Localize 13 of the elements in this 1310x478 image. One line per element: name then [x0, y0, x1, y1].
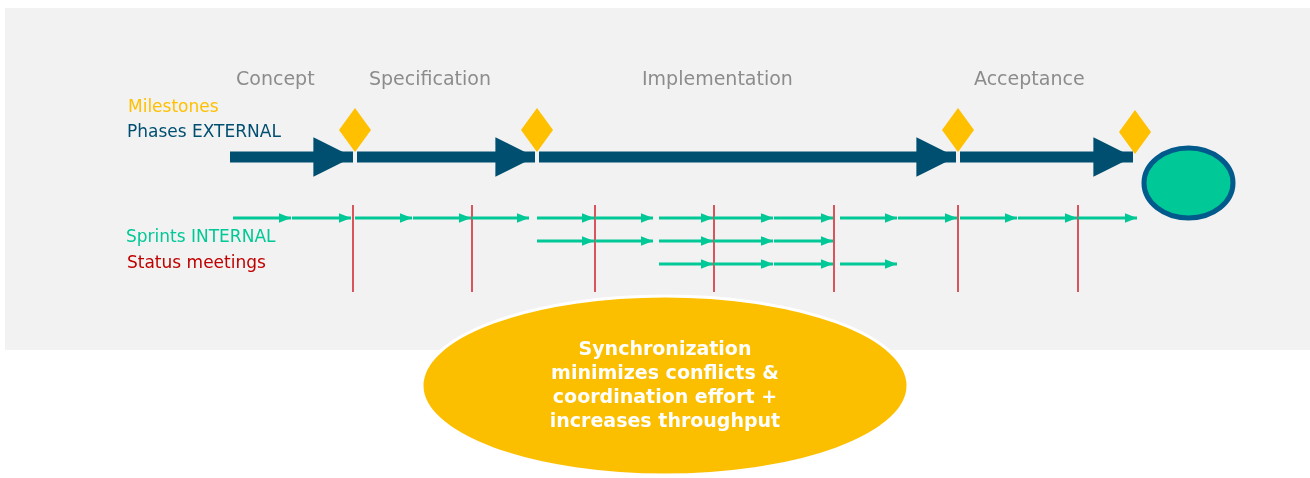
phase-label: Acceptance [974, 68, 1085, 88]
phase-arrow [960, 137, 1133, 177]
phase-label: Specification [369, 68, 491, 88]
legend-text: Milestones [128, 96, 219, 116]
legend-text: Status meetings [127, 252, 266, 272]
phase-label: Concept [236, 68, 315, 88]
phase-label: Implementation [642, 68, 793, 88]
message-text: Synchronization minimizes conflicts & coordination effort + increases throughput [548, 336, 782, 432]
phase-arrow [539, 137, 956, 177]
phase-arrow [230, 137, 353, 177]
phase-arrow [357, 137, 535, 177]
legend-text: Phases EXTERNAL [127, 121, 281, 141]
legend-text: Sprints INTERNAL [126, 226, 276, 246]
